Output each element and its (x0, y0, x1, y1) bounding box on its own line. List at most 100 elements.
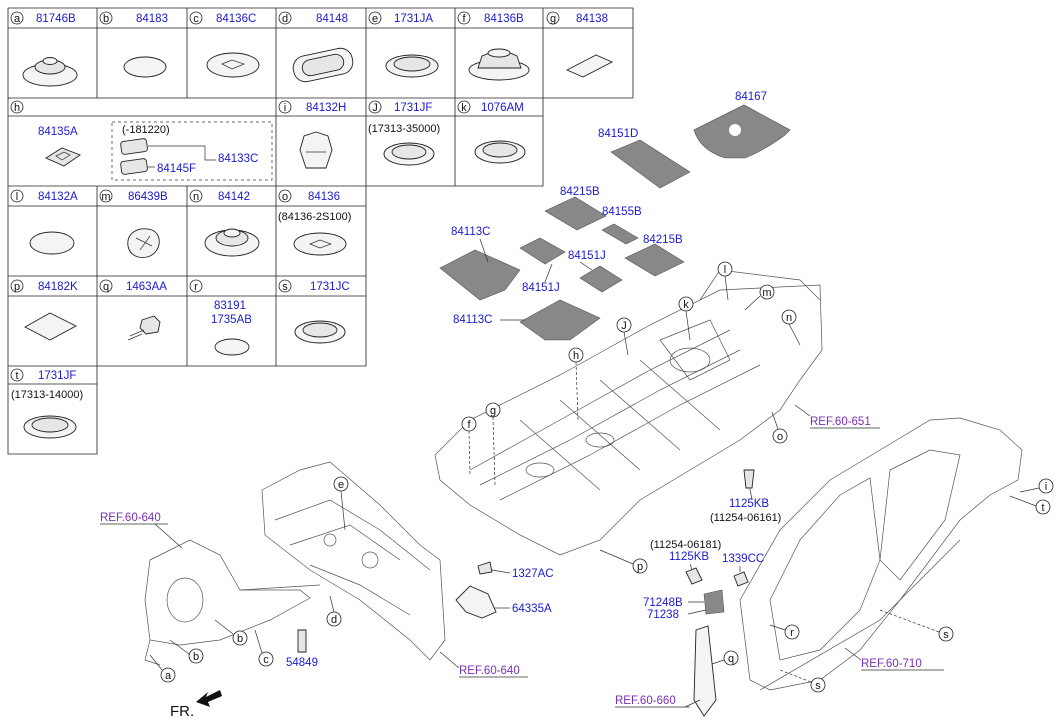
ref-label: REF.60-651 (810, 416, 871, 428)
callout-b-1: b (169, 639, 204, 664)
callout-circle (189, 11, 203, 25)
grid-labels: a 81746B b 84183 c 84136C d 84148 e 1731… (10, 11, 608, 401)
part-label-1125kb: 1125KB (669, 551, 709, 563)
front-label: FR. (170, 703, 194, 720)
cell-a: a 81746B (10, 11, 76, 25)
bolt-drawing (743, 469, 755, 489)
floor-pan (434, 269, 823, 556)
grommet-drawing (385, 54, 439, 78)
svg-text:f: f (467, 419, 471, 431)
pad-hole (729, 124, 741, 136)
callout-circle (368, 11, 382, 25)
cell-e: e 1731JA (368, 11, 433, 25)
cell-o: o 84136 (84136-2S100) (278, 189, 351, 223)
grommet-drawing (204, 228, 260, 257)
callout-circle (189, 279, 203, 293)
pad-labels: 84167 84151D 84215B 84155B 84215B 84113C… (451, 91, 767, 326)
callout-c: c (254, 629, 274, 667)
grommet-drawing (383, 142, 435, 166)
part-number: 1731JF (394, 102, 432, 114)
part-number: 84145F (157, 163, 196, 175)
pad-label: 84151J (568, 250, 606, 262)
cell-c: c 84136C (189, 11, 256, 25)
svg-text:q: q (728, 653, 734, 665)
svg-text:b: b (193, 651, 199, 663)
cell-letter: p (14, 281, 20, 293)
pad-84113C-b (519, 299, 601, 341)
plug-drawing (214, 338, 250, 356)
callout-circle (278, 189, 292, 203)
callout-s-1: s (879, 609, 954, 642)
callout-circle (368, 100, 382, 114)
patch-drawing (24, 312, 77, 341)
front-indicator: FR. (170, 690, 222, 720)
parts-grid (7, 7, 634, 455)
grommet-drawing (23, 415, 77, 439)
insulation-pads (439, 104, 791, 341)
cell-letter: c (193, 13, 199, 25)
callout-f: f (461, 416, 477, 476)
part-number: 84136B (484, 13, 524, 25)
cell-letter: r (194, 281, 198, 293)
front-apron (144, 539, 321, 666)
cell-letter: g (550, 13, 556, 25)
callout-r: r (769, 624, 800, 640)
cell-letter: o (282, 191, 288, 203)
clip-drawing (477, 561, 493, 575)
part-note: (11254-06181) (650, 539, 721, 551)
callout-e: e (333, 476, 349, 531)
pad-84113C-a (439, 249, 521, 301)
callout-circle (99, 279, 113, 293)
callout-g: g (485, 402, 501, 486)
pad-label: 84155B (602, 206, 642, 218)
part-label-1327ac: 1327AC (512, 568, 554, 580)
part-number: 84133C (218, 153, 258, 165)
cell-letter: s (282, 281, 288, 293)
part-number: 84182K (38, 281, 78, 293)
pad-label: 84167 (735, 91, 767, 103)
part-number: 84142 (218, 191, 250, 203)
cell-s: s 1731JC (278, 279, 350, 293)
main-callouts: l m k n J h g f o e d a b b c p i t r s … (149, 261, 1054, 693)
cell-letter: h (14, 102, 20, 114)
fastener-drawings (297, 469, 755, 717)
part-label-71238: 71238 (647, 609, 679, 621)
callout-circle (10, 100, 24, 114)
grommet-drawing (294, 320, 346, 344)
cell-letter: t (15, 370, 18, 382)
svg-text:b: b (237, 633, 243, 645)
date-note: (-181220) (122, 124, 170, 136)
svg-text:s: s (815, 680, 821, 692)
part-number: 1731JA (394, 13, 433, 25)
part-number: 1731JF (38, 370, 76, 382)
cell-letter: d (282, 13, 288, 25)
callout-h: h (568, 347, 584, 421)
cell-p: p 84182K (10, 279, 78, 293)
plug-drawing (123, 56, 167, 78)
callout-circle (10, 11, 24, 25)
svg-text:c: c (263, 654, 269, 666)
cell-letter: q (103, 281, 109, 293)
part-number: 1076AM (481, 102, 524, 114)
cell-letter: n (193, 191, 199, 203)
part-number: 1731JC (310, 281, 350, 293)
cell-letter: m (101, 191, 110, 203)
callout-t: t (1009, 495, 1051, 515)
nut-drawing (733, 571, 749, 587)
callout-circle (278, 279, 292, 293)
callout-n: n (781, 309, 801, 346)
cell-t: t 1731JF (17313-14000) (10, 368, 83, 401)
pad-84215B-a (544, 196, 607, 231)
svg-text:o: o (777, 431, 783, 443)
svg-text:a: a (165, 670, 172, 682)
dashed-group-box (111, 121, 273, 181)
cell-letter: J (372, 102, 378, 114)
pad-84151J-a (519, 237, 566, 265)
pad-label: 84113C (451, 226, 490, 238)
part-number: 84132A (38, 191, 78, 203)
part-number: 84183 (136, 13, 168, 25)
callout-k: k (678, 296, 694, 341)
svg-text:t: t (1041, 502, 1044, 514)
clip-drawing (127, 228, 160, 258)
